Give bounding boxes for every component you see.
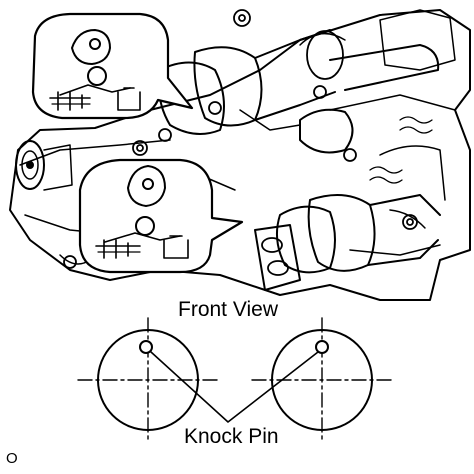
cam-center-top-icon — [87, 66, 107, 86]
front-view-diagram — [77, 317, 393, 441]
knock-pin-leader — [150, 351, 319, 423]
knock-pin-label: Knock Pin — [184, 425, 279, 448]
left-knock-pin-icon — [139, 340, 153, 354]
callout-top — [31, 12, 194, 120]
rocker-shaft — [299, 44, 440, 154]
cam-dot-bottom-icon — [142, 178, 154, 190]
callout-bottom — [78, 158, 244, 274]
right-knock-pin-icon — [315, 340, 329, 354]
upper-camshaft — [157, 9, 456, 135]
camshaft-sprocket — [15, 140, 73, 191]
lower-camshaft — [275, 145, 446, 274]
cam-center-bottom-icon — [135, 216, 155, 236]
bearing-cap — [254, 224, 301, 291]
figure-code-label: O — [6, 450, 18, 467]
front-view-label: Front View — [178, 298, 278, 321]
cam-dot-top-icon — [89, 38, 101, 50]
